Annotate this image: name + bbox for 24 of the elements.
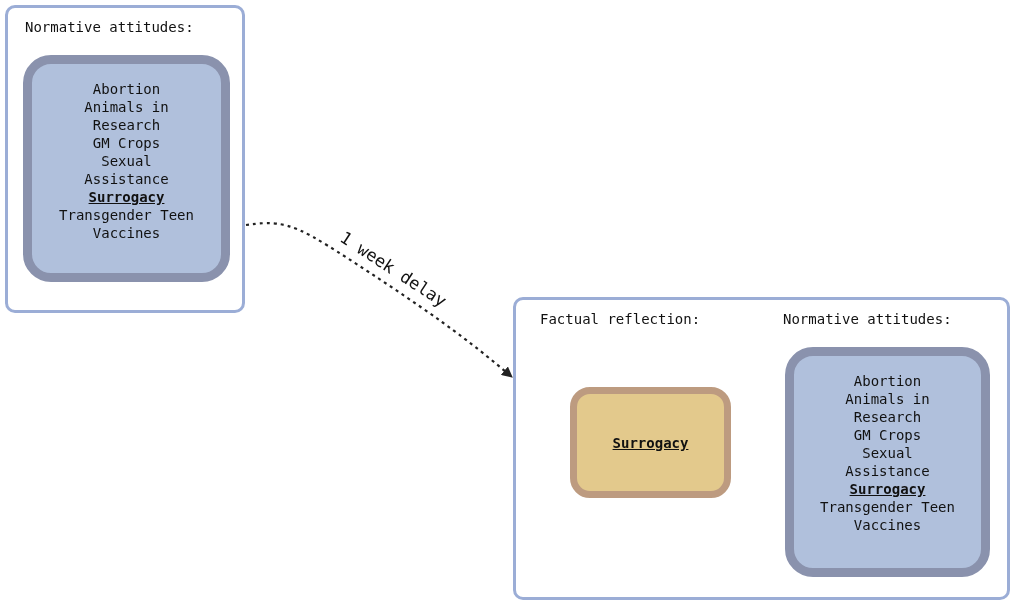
section-heading: Factual reflection: [540,310,701,328]
dotted-arrow [245,222,513,378]
section-heading: Normative attitudes: [783,310,952,328]
topic-label: Sexual Assistance [844,444,931,480]
topic-label: Transgender Teen [58,206,195,224]
topic-label: Vaccines [852,516,923,534]
group-panel [5,5,245,313]
topic-label: Abortion [852,372,923,390]
group-panel [513,297,1010,600]
topic-label: Sexual Assistance [83,152,170,188]
highlighted-topic: Surrogacy [611,433,690,452]
topic-label: Animals in Research [844,390,931,426]
topic-list-box [785,347,990,577]
topic-label: GM Crops [852,426,923,444]
topic-box [570,387,731,498]
section-heading: Normative attitudes: [25,18,194,36]
highlighted-topic: Surrogacy [87,188,166,206]
topic-label: Animals in Research [83,98,170,134]
highlighted-topic: Surrogacy [848,480,927,498]
topic-label: Abortion [91,80,162,98]
topic-label: GM Crops [91,134,162,152]
topic-label: Transgender Teen [819,498,956,516]
topic-label: Vaccines [91,224,162,242]
topic-list-box [23,55,230,282]
